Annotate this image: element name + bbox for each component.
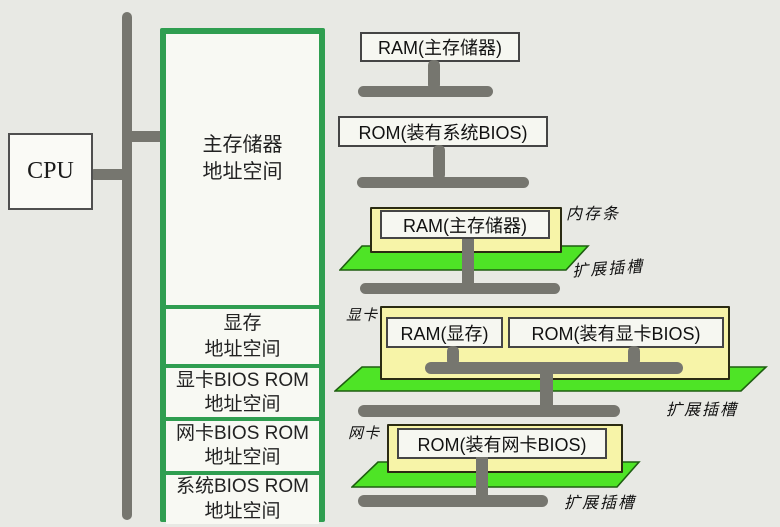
callout-text: 内存条 [566,204,621,223]
network-card-callout: 网卡 [348,422,380,443]
network-card-stem [476,457,488,497]
address-space-system-bios: 系统BIOS ROM 地址空间 [166,475,319,525]
callout-text: 网卡 [348,424,381,442]
address-space-network-bios: 网卡BIOS ROM 地址空间 [166,421,319,471]
video-rom-stem [628,346,640,366]
address-space-container: 主存储器 地址空间 显存 地址空间 显卡BIOS ROM 地址空间 网卡BIOS… [160,28,325,525]
memory-stick-callout: 内存条 [566,200,620,224]
rom-system-box: ROM(装有系统BIOS) [338,116,548,147]
video-card-callout: 显卡 [346,304,378,325]
cpu-bus-connector [91,169,125,180]
network-rom-label: ROM(装有网卡BIOS) [417,434,587,455]
rom-system-bus-bar [357,177,529,188]
section-label-line: 地址空间 [204,500,281,522]
cpu-box: CPU [8,133,93,210]
ram-main-bus-bar [358,86,493,97]
memory-slot-callout: 扩展插槽 [571,253,645,282]
video-card-stem [540,371,553,407]
memory-stick-ram-box: RAM(主存储器) [380,210,550,239]
callout-text: 扩展插槽 [666,400,739,419]
video-ram-label: RAM(显存) [400,323,489,344]
ram-main-label: RAM(主存储器) [378,38,502,58]
rom-system-stem [433,145,445,180]
video-card-bus-bar [358,405,620,417]
system-bus-vertical [122,12,132,520]
section-label-line: 地址空间 [204,393,281,415]
callout-text: 扩展插槽 [564,493,637,512]
address-space-video-bios: 显卡BIOS ROM 地址空间 [166,368,319,417]
callout-text: 显卡 [346,306,379,324]
section-label-line: 地址空间 [202,160,283,183]
video-rom-box: ROM(装有显卡BIOS) [508,317,724,348]
section-label-line: 系统BIOS ROM [175,476,309,497]
video-rom-label: ROM(装有显卡BIOS) [531,323,701,344]
callout-text: 扩展插槽 [571,256,645,281]
ram-main-box: RAM(主存储器) [360,32,520,62]
section-label-line: 网卡BIOS ROM [175,423,309,445]
memory-stick-stem [462,239,474,286]
memory-stick-bus-bar [360,283,560,294]
memory-stick-ram-label: RAM(主存储器) [403,215,527,236]
section-label-line: 地址空间 [204,447,281,468]
video-slot-callout: 扩展插槽 [666,396,738,420]
section-label-line: 主存储器 [202,133,283,156]
section-label-line: 地址空间 [204,338,281,360]
network-slot-callout: 扩展插槽 [564,489,636,513]
ram-main-stem [428,60,440,90]
video-ram-stem [447,346,459,366]
network-rom-box: ROM(装有网卡BIOS) [397,428,607,459]
section-label-line: 显存 [223,312,262,334]
cpu-label: CPU [27,158,74,184]
address-space-video-ram: 显存 地址空间 [166,309,319,364]
network-card-bus-bar [358,495,548,507]
address-space-main-memory: 主存储器 地址空间 [166,34,319,305]
section-label-line: 显卡BIOS ROM [175,369,309,391]
address-space-bus-connector [126,131,163,142]
video-ram-box: RAM(显存) [386,317,503,348]
video-card-internal-bus [425,362,683,374]
rom-system-label: ROM(装有系统BIOS) [358,122,528,143]
